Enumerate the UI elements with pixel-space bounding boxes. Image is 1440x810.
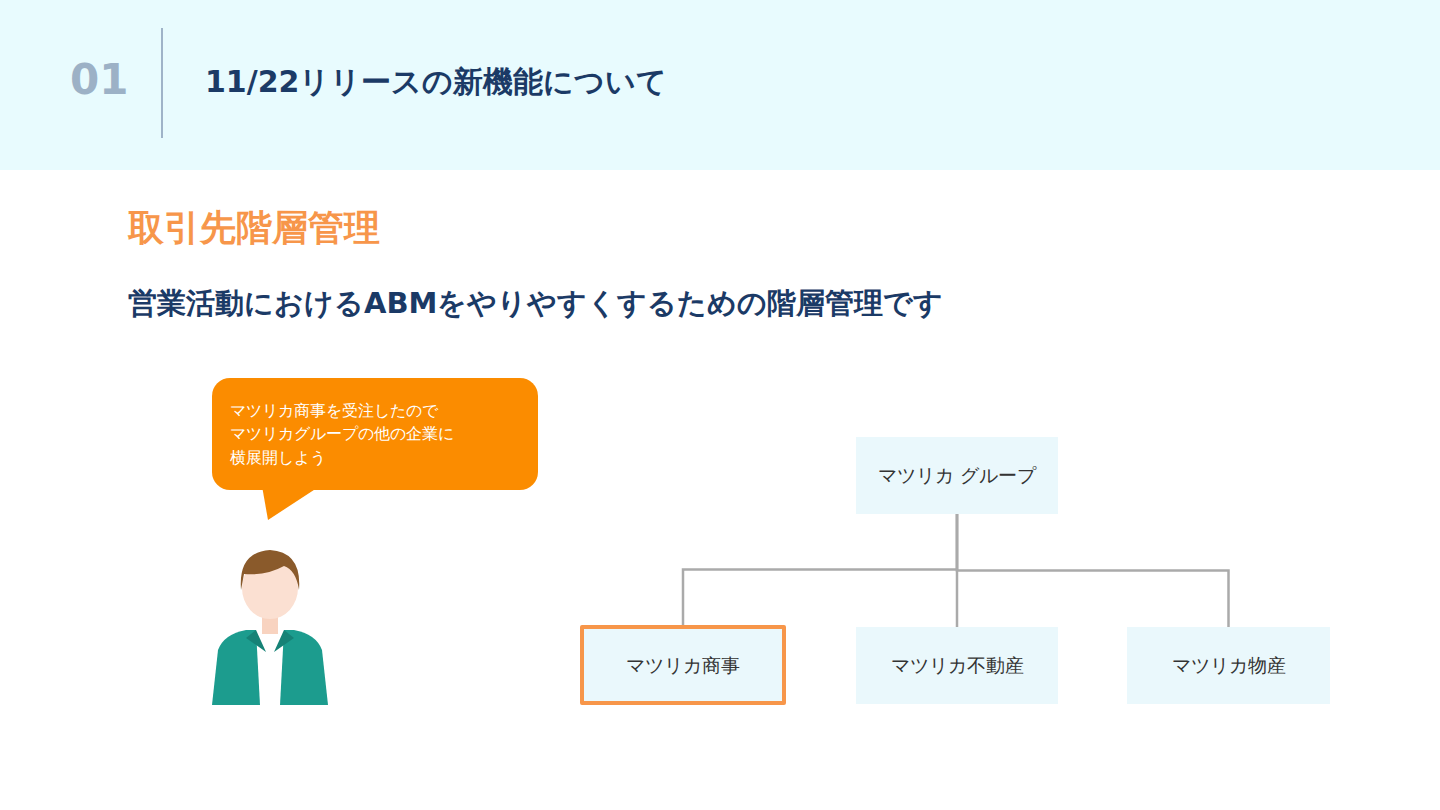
node-text: マツリカ グループ — [878, 462, 1036, 489]
company-box: マツリカ物産 — [1127, 627, 1330, 704]
header-background — [0, 0, 1440, 170]
node-text: マツリカ不動産 — [891, 652, 1024, 679]
speech-bubble: マツリカ商事を受注したので マツリカグループの他の企業に 横展開しよう — [212, 378, 538, 490]
slide-title: 11/22リリースの新機能について — [205, 62, 667, 103]
hierarchy-line — [957, 514, 1229, 627]
group-box: マツリカ グループ — [856, 437, 1058, 514]
feature-heading: 取引先階層管理 — [128, 204, 380, 253]
hierarchy-line — [683, 514, 957, 625]
feature-subtitle: 営業活動におけるABMをやりやすくするための階層管理です — [128, 284, 943, 324]
section-number: 01 — [70, 55, 128, 104]
node-text: マツリカ商事を受注したので マツリカグループの他の企業に 横展開しよう — [230, 399, 520, 469]
person-illustration — [212, 550, 328, 705]
node-text: マツリカ物産 — [1172, 652, 1286, 679]
header-divider — [161, 28, 163, 138]
company-box: マツリカ不動産 — [856, 627, 1058, 704]
node-text: マツリカ商事 — [626, 652, 740, 679]
company-box-selected: マツリカ商事 — [580, 625, 786, 705]
speech-tail — [262, 486, 320, 520]
